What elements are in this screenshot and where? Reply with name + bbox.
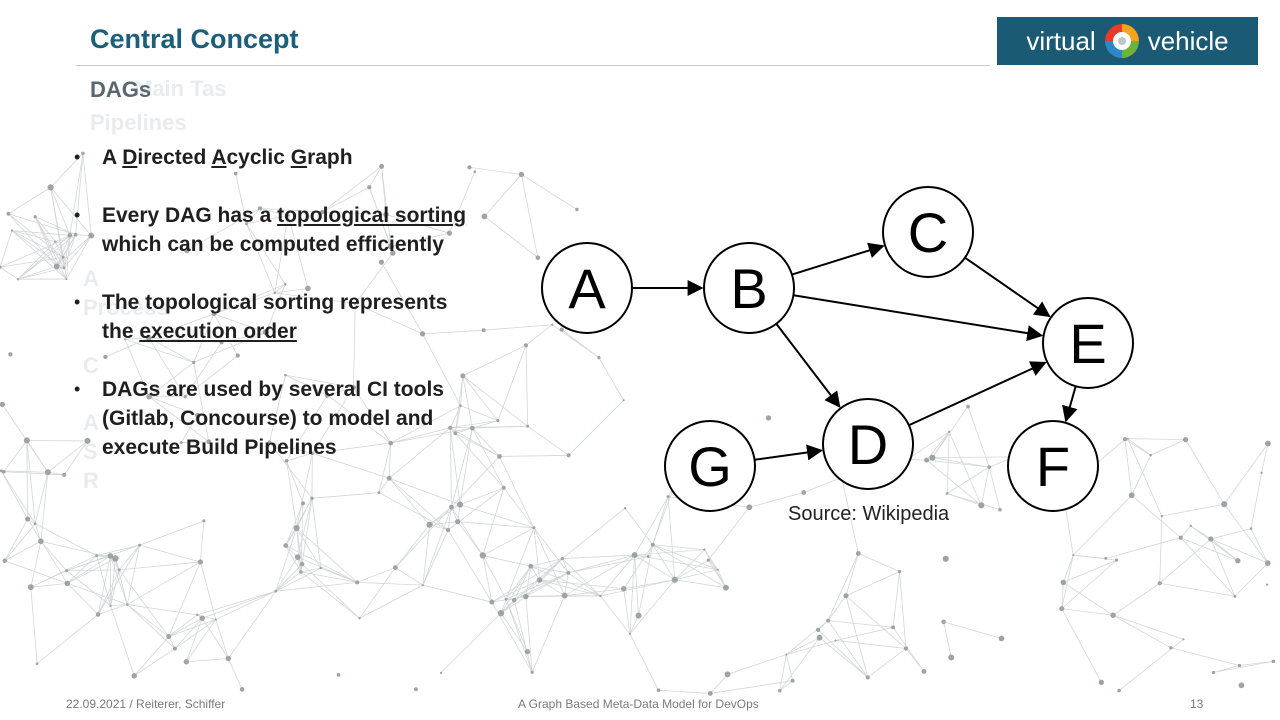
edge-b-e xyxy=(793,294,1044,342)
node-label: A xyxy=(568,257,606,320)
footer-date-authors: 22.09.2021 / Reiterer, Schiffer xyxy=(66,697,226,711)
bullet-text: A xyxy=(102,146,123,169)
bullet-text: irected xyxy=(137,146,212,169)
node-label: G xyxy=(688,435,732,498)
bullet-text: The topological sorting represents the xyxy=(102,291,448,343)
page-number: 13 xyxy=(1190,697,1204,711)
edge-d-e xyxy=(908,361,1047,427)
edge-c-e xyxy=(964,256,1051,318)
logo-emblem-icon xyxy=(1104,24,1139,58)
edge-g-d xyxy=(754,444,824,461)
faded-text: A xyxy=(83,266,99,291)
node-circle xyxy=(541,242,633,334)
node-circle xyxy=(1042,297,1134,389)
node-b: B xyxy=(703,242,795,334)
underlined-text: topological sorting xyxy=(277,204,467,227)
title-divider xyxy=(76,65,990,66)
bullet-list: A Directed Acyclic GraphEvery DAG has a … xyxy=(74,143,474,491)
bullet-item: Every DAG has a topological sorting whic… xyxy=(74,201,474,259)
underlined-text: D xyxy=(122,146,138,169)
dag-diagram: A B C D EF G Source: Wikipedia xyxy=(541,186,1134,525)
node-g: G xyxy=(664,420,756,512)
bullet-text: DAGs are used by several CI tools (Gitla… xyxy=(102,378,444,459)
faded-text: C xyxy=(83,353,99,378)
bullet-item: DAGs are used by several CI tools (Gitla… xyxy=(74,375,474,462)
node-label: D xyxy=(848,413,888,476)
bullet-text: which can be computed efficiently xyxy=(102,233,444,256)
node-label: E xyxy=(1069,312,1106,375)
node-d: D xyxy=(822,398,914,490)
bullet-item: The topological sorting represents the e… xyxy=(74,288,474,346)
section-subtitle: DAGs xyxy=(90,77,152,102)
node-c: C xyxy=(882,186,974,278)
node-label: F xyxy=(1036,435,1070,498)
faded-text: R xyxy=(83,468,99,493)
logo-word-virtual: virtual xyxy=(1026,25,1096,56)
node-circle xyxy=(822,398,914,490)
node-circle xyxy=(703,242,795,334)
underlined-text: A xyxy=(211,146,227,169)
node-label: C xyxy=(908,201,948,264)
faded-text: Main Tas xyxy=(134,76,227,101)
underlined-text: G xyxy=(290,146,308,169)
edge-b-d xyxy=(775,323,841,408)
node-circle xyxy=(664,420,756,512)
bullet-text: Every DAG has a xyxy=(102,204,278,227)
bullet-text: cyclic xyxy=(226,146,291,169)
faded-text: Pipelines xyxy=(90,110,187,135)
node-f: F xyxy=(1007,420,1099,512)
diagram-caption: Source: Wikipedia xyxy=(788,503,950,525)
bullet-text: raph xyxy=(307,146,353,169)
virtual-vehicle-logo: virtual vehicle xyxy=(997,17,1258,65)
node-label: B xyxy=(730,257,767,320)
node-circle xyxy=(882,186,974,278)
logo-word-vehicle: vehicle xyxy=(1147,25,1229,56)
node-e: E xyxy=(1042,297,1134,389)
bullet-item: A Directed Acyclic Graph xyxy=(74,143,474,172)
node-a: A xyxy=(541,242,633,334)
slide-title: Central Concept xyxy=(90,24,299,54)
underlined-text: execution order xyxy=(139,320,297,343)
footer-presentation-title: A Graph Based Meta-Data Model for DevOps xyxy=(518,697,759,711)
edge-b-c xyxy=(791,242,885,276)
edge-e-f xyxy=(1062,386,1078,423)
node-circle xyxy=(1007,420,1099,512)
